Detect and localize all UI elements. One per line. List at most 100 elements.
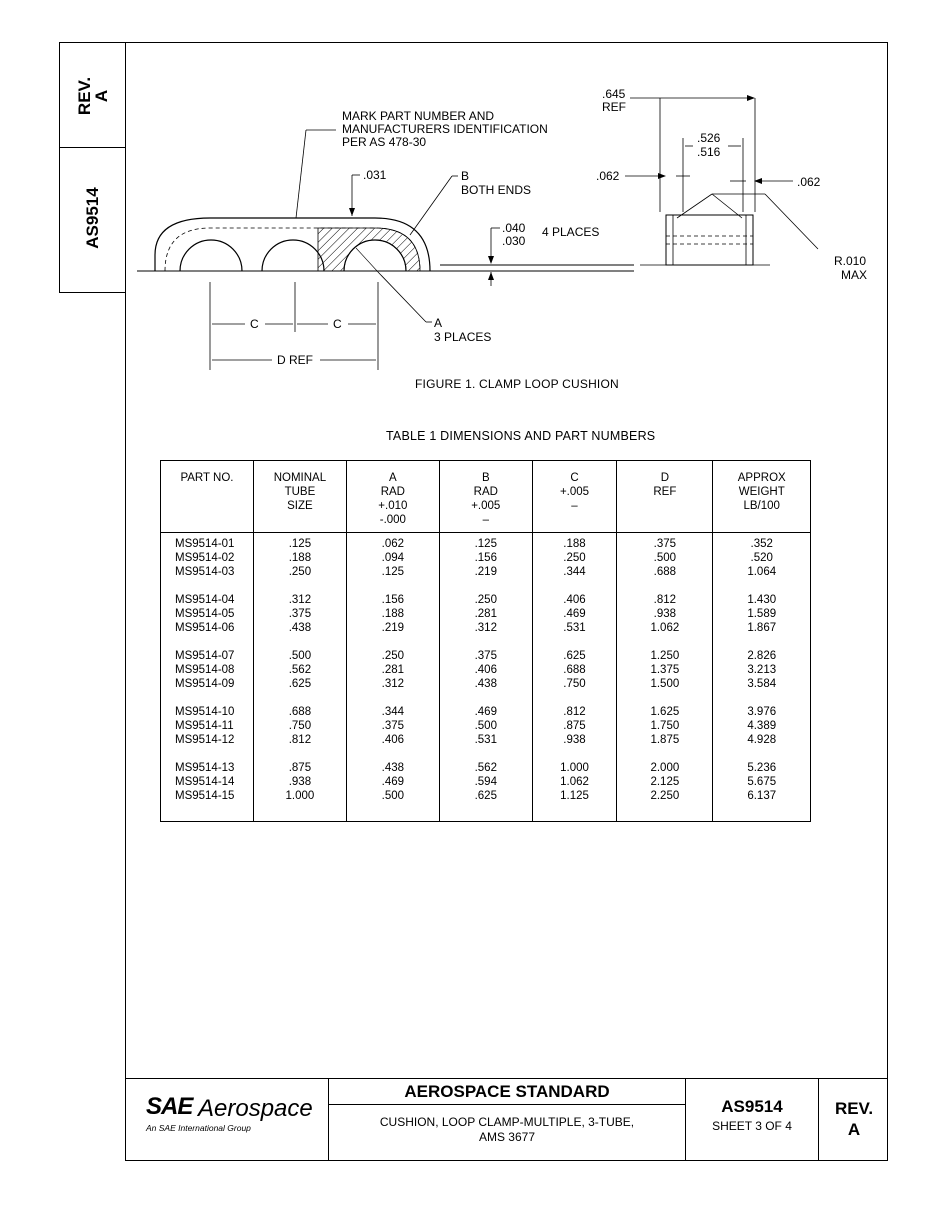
header-part-no: PART NO. xyxy=(160,460,254,533)
table-cell: .219 xyxy=(381,622,405,634)
table-cell: MS9514-12 xyxy=(175,734,235,746)
note-mark-line1: MARK PART NUMBER AND xyxy=(342,109,494,123)
label-c-right: C xyxy=(333,317,342,331)
table-cell: .375 xyxy=(653,538,677,550)
table-cell: 1.000 xyxy=(285,790,315,802)
table-cell: .688 xyxy=(563,664,586,676)
table-cell: 2.125 xyxy=(650,776,680,788)
places-4: 4 PLACES xyxy=(542,225,599,239)
rev-letter: A xyxy=(847,1120,861,1139)
table-cell: .156 xyxy=(474,552,497,564)
title-block-description: AEROSPACE STANDARD CUSHION, LOOP CLAMP-M… xyxy=(329,1079,686,1160)
table-cell: MS9514-01 xyxy=(175,538,235,550)
table-cell: .188 xyxy=(288,552,312,564)
table-cell: MS9514-07 xyxy=(175,650,235,662)
header-line: LB/100 xyxy=(743,500,780,512)
table-cell: .812 xyxy=(563,706,586,718)
clamp-loop-cushion-drawing: MARK PART NUMBER AND MANUFACTURERS IDENT… xyxy=(137,87,867,370)
header-line: +.005 xyxy=(559,486,590,498)
table-cell: .469 xyxy=(474,706,497,718)
table-cell: .281 xyxy=(474,608,497,620)
table-cell: .344 xyxy=(381,706,405,718)
table-cell: 1.375 xyxy=(650,664,680,676)
table-cell: MS9514-08 xyxy=(175,664,235,676)
table-cell: MS9514-03 xyxy=(175,566,235,578)
table-cell: .938 xyxy=(653,608,677,620)
table-cell: 1.062 xyxy=(650,622,680,634)
table-cell: 1.250 xyxy=(650,650,680,662)
table-cell: .438 xyxy=(474,678,497,690)
table-cell: MS9514-09 xyxy=(175,678,235,690)
table-cell: 4.928 xyxy=(747,734,777,746)
dim-062-right: .062 xyxy=(797,175,821,189)
table-cell: .250 xyxy=(288,566,312,578)
side-revision-tab: REV.A AS9514 xyxy=(59,42,126,293)
row-group: .500.562.625 xyxy=(255,649,345,691)
header-line: PART NO. xyxy=(180,472,234,484)
row-group: .062.094.125 xyxy=(348,537,438,579)
dim-040: .040 xyxy=(502,221,526,235)
table-cell: .375 xyxy=(381,720,405,732)
row-group: .344 .375 .406 xyxy=(348,705,438,747)
row-group: .125.156.219 xyxy=(441,537,531,579)
table-cell: 3.584 xyxy=(747,678,777,690)
row-group: .250.281.312 xyxy=(441,593,531,635)
header-line: -.000 xyxy=(379,514,406,526)
dim-031: .031 xyxy=(363,168,387,182)
table-cell: .875 xyxy=(563,720,586,732)
places-3: 3 PLACES xyxy=(434,330,491,344)
header-line: +.010 xyxy=(378,500,408,512)
table-cell: MS9514-04 xyxy=(175,594,235,606)
header-line: C xyxy=(570,472,579,484)
table-cell: .188 xyxy=(381,608,405,620)
row-group: .250.281.312 xyxy=(348,649,438,691)
table-cell: .062 xyxy=(381,538,405,550)
header-line: REF xyxy=(653,486,677,498)
header-line: – xyxy=(571,500,578,512)
table-cell: MS9514-10 xyxy=(175,706,235,718)
header-line: RAD xyxy=(380,486,405,498)
rev-label: REV. xyxy=(834,1099,874,1118)
title-block: SAE Aerospace An SAE International Group… xyxy=(125,1078,888,1161)
sheet-number: SHEET 3 OF 4 xyxy=(712,1119,792,1133)
table-cell: MS9514-02 xyxy=(175,552,235,564)
dim-062-left: .062 xyxy=(596,169,620,183)
row-group: .688.750.812 xyxy=(255,705,345,747)
side-tab-divider xyxy=(60,147,126,148)
row-group: .469.500.531 xyxy=(441,705,531,747)
label-a: A xyxy=(434,316,442,330)
table-cell: 1.875 xyxy=(650,734,680,746)
row-group: .625.688.750 xyxy=(534,649,616,691)
table-cell: .406 xyxy=(381,734,405,746)
table-cell: 4.389 xyxy=(747,720,777,732)
sae-aerospace-logo: SAE Aerospace An SAE International Group xyxy=(126,1079,329,1160)
table-cell: 1.500 xyxy=(650,678,680,690)
table-cell: .938 xyxy=(563,734,586,746)
table-cell: 5.236 xyxy=(747,762,777,774)
table-cell: .562 xyxy=(288,664,312,676)
table-cell: .500 xyxy=(653,552,677,564)
title-block-revision: REV. A xyxy=(819,1079,889,1160)
label-c-left: C xyxy=(250,317,259,331)
row-group: .312.375.438 xyxy=(255,593,345,635)
table-cell: 2.826 xyxy=(747,650,777,662)
logo-sae-mark: SAE xyxy=(146,1093,193,1120)
standard-type: AEROSPACE STANDARD xyxy=(329,1079,685,1105)
table-cell: MS9514-05 xyxy=(175,608,235,620)
header-line: +.005 xyxy=(471,500,501,512)
header-line: B xyxy=(481,472,490,484)
table-cell: .469 xyxy=(381,776,405,788)
table-cell: .406 xyxy=(474,664,497,676)
